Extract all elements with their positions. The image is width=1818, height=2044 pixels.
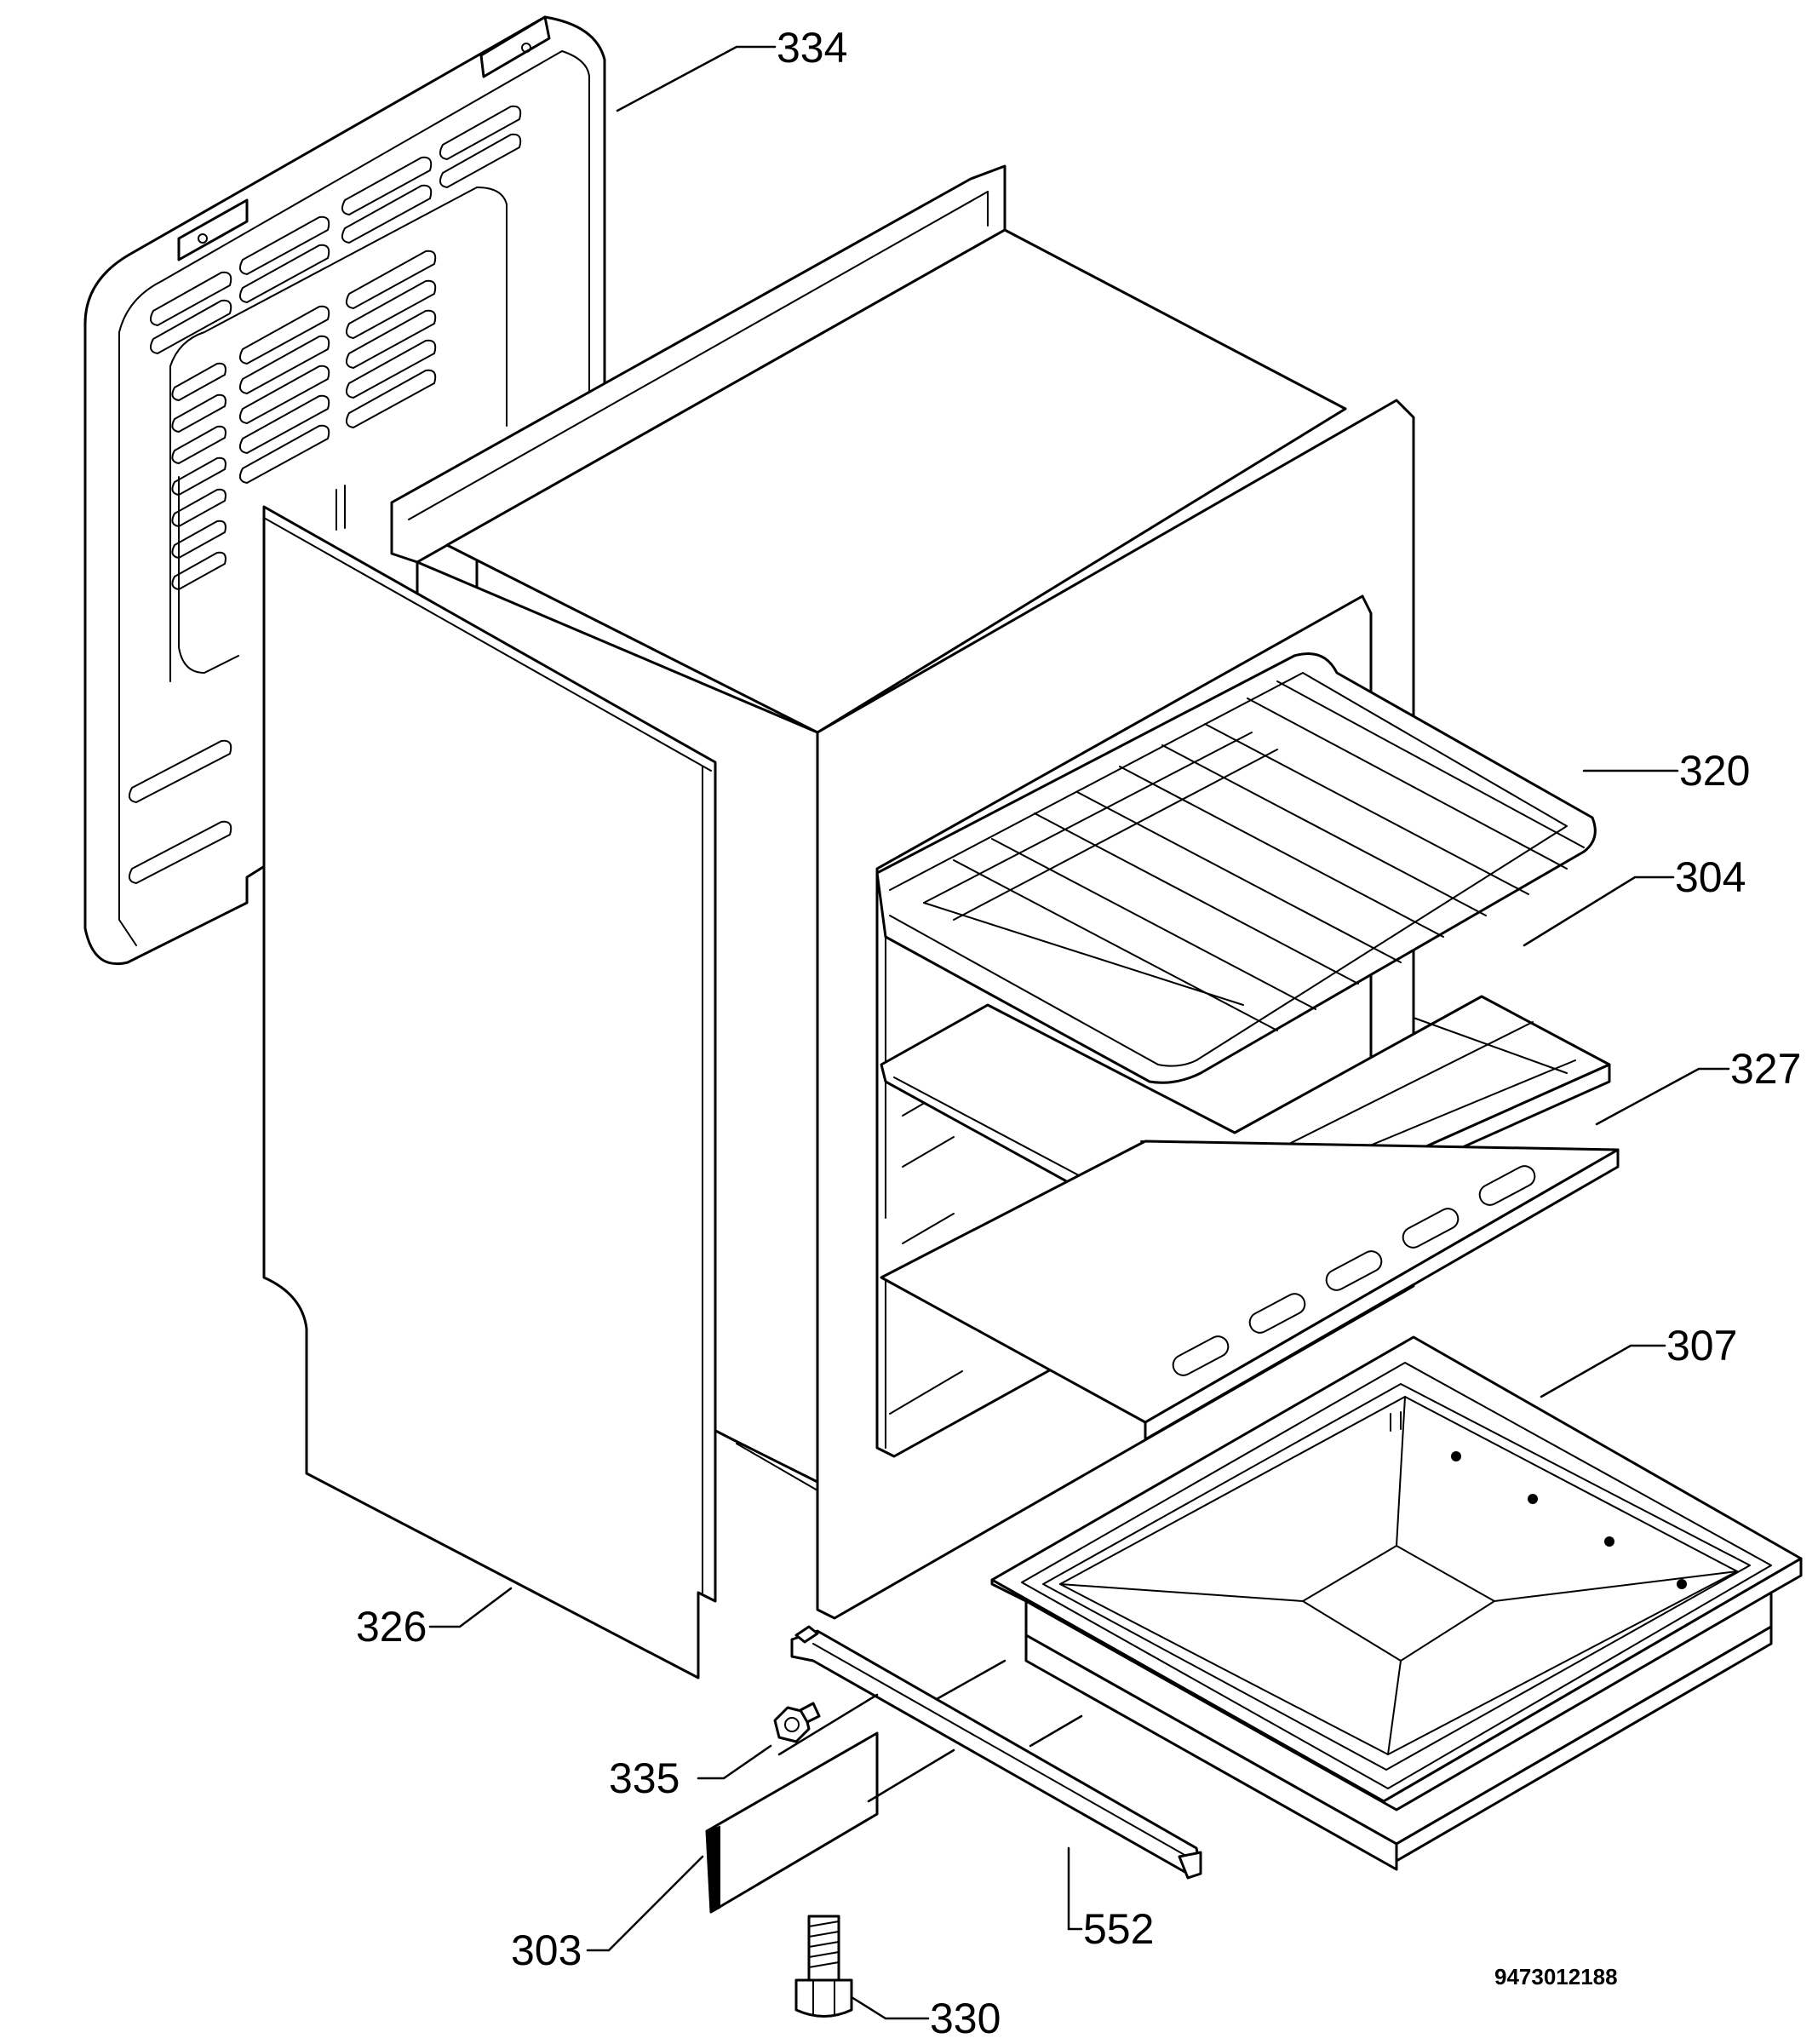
callout-335: 335 [609,1754,680,1802]
document-number: 9473012188 [1494,1964,1618,1989]
callout-307: 307 [1666,1322,1737,1369]
callout-303: 303 [511,1926,582,1974]
callout-327: 327 [1730,1045,1801,1093]
leader-lines [428,45,1730,2020]
plinth-plate-303 [705,1693,955,1914]
guide-rail-552 [790,1625,1202,1880]
callout-320: 320 [1679,747,1750,795]
callout-552: 552 [1083,1905,1154,1953]
drip-pan-307 [990,1335,1803,1871]
shelf-plate-327 [880,1140,1620,1441]
callout-labels: 334 320 304 327 307 326 335 303 552 330 … [356,24,1801,2042]
callout-326: 326 [356,1603,427,1651]
grill-tray-320 [875,652,1597,1084]
nut-335 [773,1702,821,1743]
callout-334: 334 [777,24,847,72]
callout-330: 330 [930,1995,1001,2042]
callout-304: 304 [1675,853,1746,901]
side-panel-326 [262,485,717,1679]
bolt-330 [794,1915,853,2018]
